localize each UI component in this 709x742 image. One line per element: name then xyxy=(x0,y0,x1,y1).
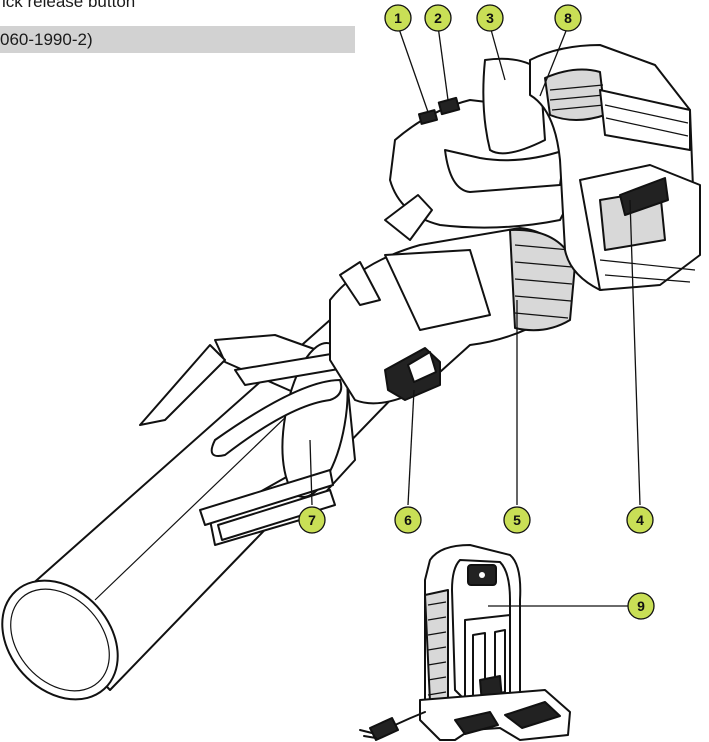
caption-line-1: ick release button xyxy=(2,0,136,11)
leader-1 xyxy=(397,25,429,113)
nozzle-assembly xyxy=(139,334,363,546)
svg-text:8: 8 xyxy=(564,10,572,26)
blower-illustration xyxy=(1,25,701,701)
svg-text:3: 3 xyxy=(486,10,494,26)
callout-2: 2 xyxy=(424,4,452,32)
callout-6: 6 xyxy=(394,506,422,534)
charger-illustration xyxy=(359,544,628,741)
callout-3: 3 xyxy=(476,4,504,32)
callout-4: 4 xyxy=(626,506,654,534)
svg-text:5: 5 xyxy=(513,512,521,528)
caption-line-2: 060-1990-2) xyxy=(0,26,355,53)
svg-text:1: 1 xyxy=(394,10,402,26)
leader-8 xyxy=(539,25,569,97)
callout-8: 8 xyxy=(554,4,582,32)
callout-5: 5 xyxy=(503,506,531,534)
leader-4 xyxy=(629,199,641,506)
battery-housing xyxy=(529,44,701,291)
callout-1: 1 xyxy=(384,4,412,32)
leader-7 xyxy=(309,439,313,506)
callout-9: 9 xyxy=(627,592,655,620)
leader-3 xyxy=(489,25,506,81)
blower-body xyxy=(329,227,576,405)
trigger xyxy=(384,347,441,401)
leader-2 xyxy=(437,25,449,101)
svg-text:9: 9 xyxy=(637,598,645,614)
handle xyxy=(384,57,581,241)
leader-lines xyxy=(309,25,641,506)
svg-text:4: 4 xyxy=(636,512,644,528)
callout-7: 7 xyxy=(298,506,326,534)
svg-text:6: 6 xyxy=(404,512,412,528)
svg-text:7: 7 xyxy=(308,512,316,528)
svg-text:2: 2 xyxy=(434,10,442,26)
leader-6 xyxy=(407,389,415,506)
